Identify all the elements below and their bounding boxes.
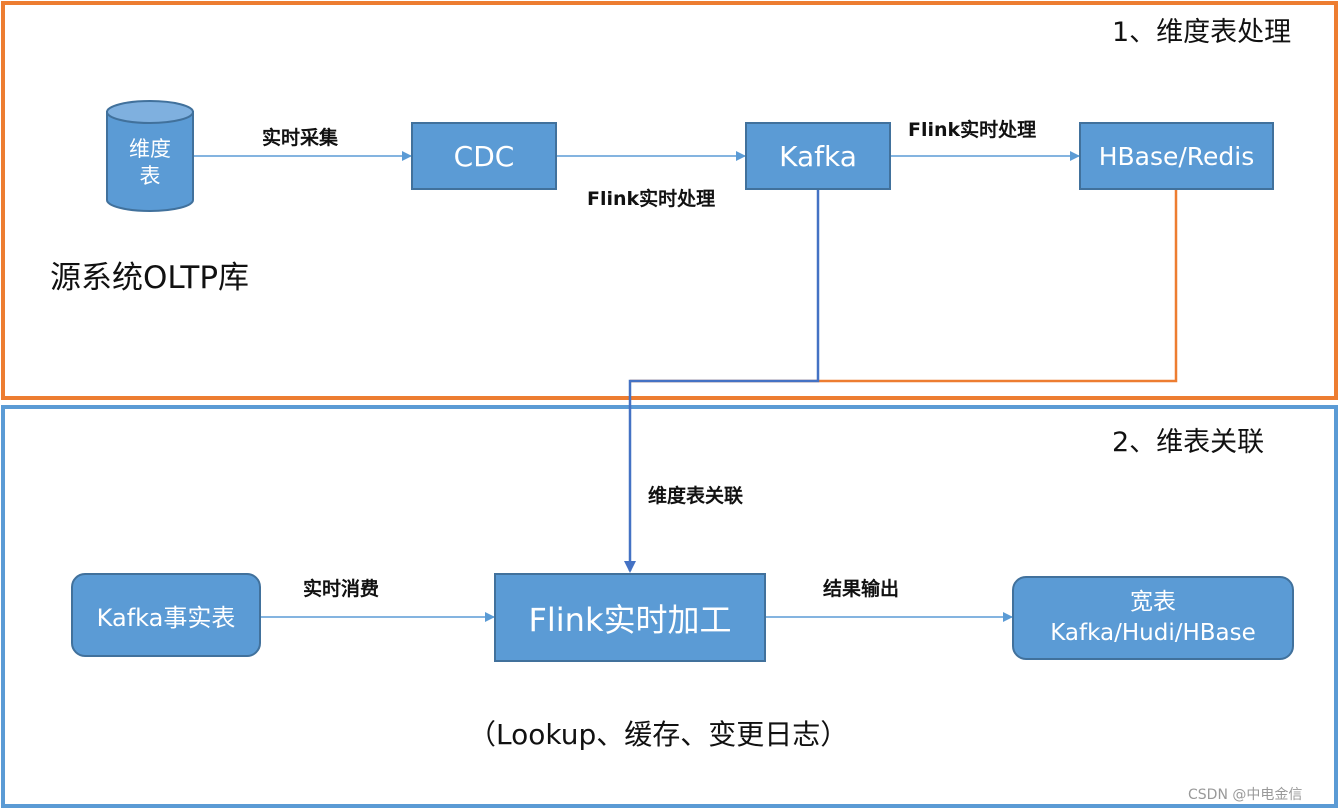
section-dimension-processing: [1, 1, 1338, 400]
cdc-box: CDC: [411, 122, 557, 190]
database-cylinder-icon: [106, 100, 194, 212]
label-flink-realtime-top: Flink实时处理: [908, 119, 1037, 141]
edge-kafka-to-flink: [624, 190, 820, 573]
footnote: （Lookup、缓存、变更日志）: [468, 718, 849, 751]
section2-title: 2、维表关联: [1112, 427, 1265, 458]
edge-hbase-to-join: [630, 190, 1178, 383]
wide-table-box: 宽表 Kafka/Hudi/HBase: [1012, 576, 1294, 660]
database-label-line2: 表: [139, 164, 161, 188]
kafka-box: Kafka: [745, 122, 891, 190]
wide-table-targets: Kafka/Hudi/HBase: [1050, 620, 1256, 646]
database-label-line1: 维度: [129, 137, 171, 161]
flink-process-box: Flink实时加工: [494, 573, 766, 662]
label-realtime-collect: 实时采集: [262, 127, 339, 149]
label-result-output: 结果输出: [823, 578, 900, 600]
section1-title: 1、维度表处理: [1112, 17, 1292, 48]
section-dimension-join: [1, 405, 1338, 808]
wide-table-title: 宽表: [1130, 589, 1176, 615]
database-label: 维度 表: [107, 136, 193, 190]
hbase-redis-box: HBase/Redis: [1079, 122, 1274, 190]
label-realtime-consume: 实时消费: [303, 578, 380, 600]
label-dim-join: 维度表关联: [648, 485, 744, 507]
watermark: CSDN @中电金信: [1188, 787, 1303, 803]
db-caption: 源系统OLTP库: [50, 260, 250, 296]
label-flink-realtime-bottom: Flink实时处理: [587, 188, 716, 210]
kafka-fact-box: Kafka事实表: [71, 573, 261, 657]
